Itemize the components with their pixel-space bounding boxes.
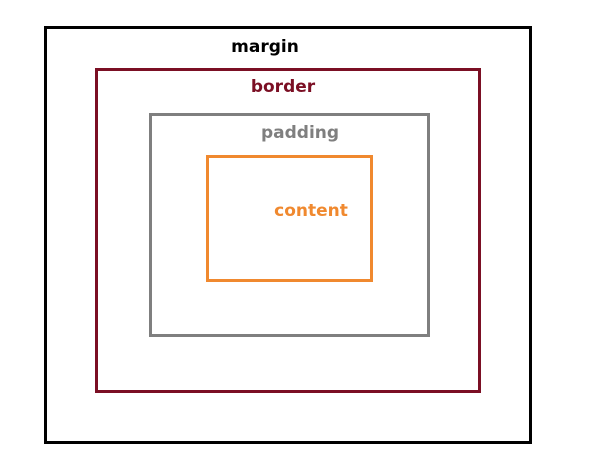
padding-box xyxy=(149,113,430,337)
margin-label: margin xyxy=(231,37,299,57)
margin-box xyxy=(44,26,532,444)
content-label: content xyxy=(274,201,348,221)
padding-label: padding xyxy=(260,123,340,143)
border-label: border xyxy=(250,77,316,97)
border-box xyxy=(95,68,481,393)
content-box xyxy=(206,155,373,282)
